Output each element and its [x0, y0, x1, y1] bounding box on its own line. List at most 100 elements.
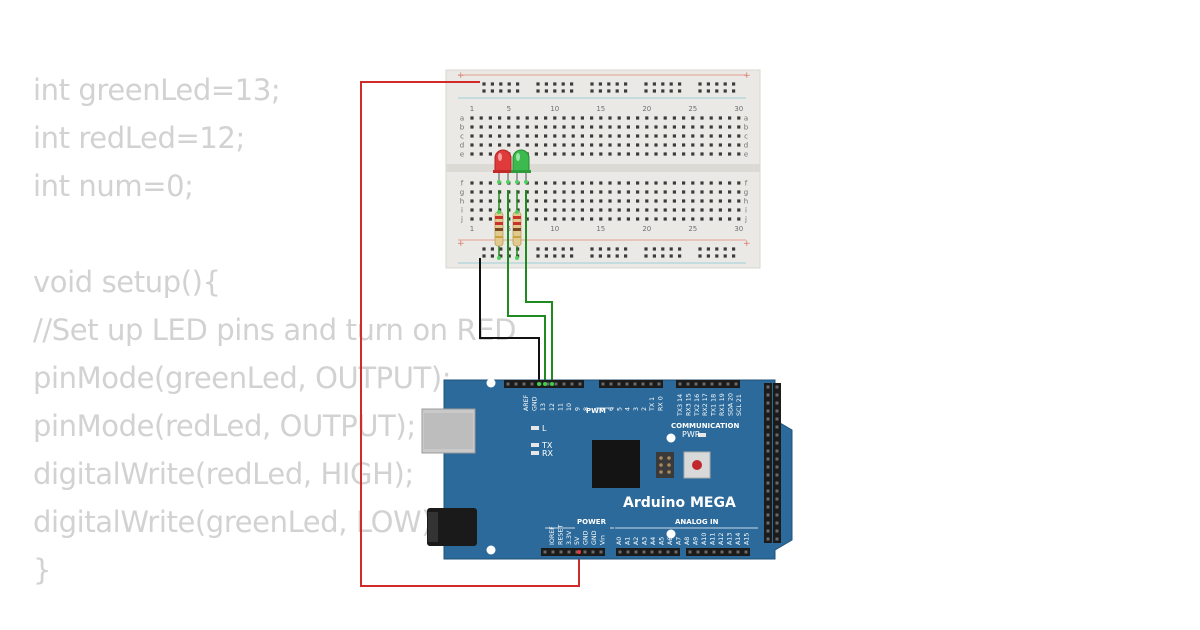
breadboard-hole[interactable] — [562, 190, 566, 194]
breadboard-hole[interactable] — [553, 190, 557, 194]
breadboard-hole[interactable] — [562, 199, 566, 203]
header-pin[interactable] — [766, 409, 770, 413]
header-pin[interactable] — [775, 417, 779, 421]
breadboard-hole[interactable] — [544, 181, 548, 185]
breadboard-hole[interactable] — [645, 190, 649, 194]
breadboard-hole[interactable] — [700, 116, 704, 120]
breadboard-hole[interactable] — [691, 190, 695, 194]
breadboard-hole[interactable] — [682, 190, 686, 194]
breadboard-hole[interactable] — [737, 217, 741, 221]
breadboard-hole[interactable] — [737, 208, 741, 212]
rail-hole[interactable] — [499, 254, 503, 258]
header-pin[interactable] — [642, 550, 646, 554]
rail-hole[interactable] — [536, 89, 540, 93]
header-pin[interactable] — [641, 382, 645, 386]
header-pin[interactable] — [775, 425, 779, 429]
breadboard-hole[interactable] — [571, 199, 575, 203]
rail-hole[interactable] — [732, 254, 736, 258]
breadboard-hole[interactable] — [645, 116, 649, 120]
breadboard-hole[interactable] — [571, 143, 575, 147]
breadboard-hole[interactable] — [691, 217, 695, 221]
header-pin[interactable] — [686, 382, 690, 386]
breadboard-hole[interactable] — [682, 116, 686, 120]
rail-hole[interactable] — [590, 254, 594, 258]
header-pin[interactable] — [775, 465, 779, 469]
breadboard-hole[interactable] — [599, 116, 603, 120]
breadboard-hole[interactable] — [608, 208, 612, 212]
breadboard-hole[interactable] — [691, 134, 695, 138]
rail-hole[interactable] — [644, 254, 648, 258]
breadboard-hole[interactable] — [562, 134, 566, 138]
rail-hole[interactable] — [669, 82, 673, 86]
rail-hole[interactable] — [652, 247, 656, 251]
header-pin[interactable] — [609, 382, 613, 386]
header-pin[interactable] — [674, 550, 678, 554]
breadboard-hole[interactable] — [709, 199, 713, 203]
breadboard-hole[interactable] — [645, 152, 649, 156]
rail-hole[interactable] — [561, 82, 565, 86]
breadboard-hole[interactable] — [654, 143, 658, 147]
breadboard-hole[interactable] — [544, 190, 548, 194]
rail-hole[interactable] — [607, 254, 611, 258]
breadboard-hole[interactable] — [718, 190, 722, 194]
breadboard-hole[interactable] — [488, 143, 492, 147]
header-pin[interactable] — [766, 433, 770, 437]
breadboard-hole[interactable] — [608, 134, 612, 138]
rail-hole[interactable] — [698, 247, 702, 251]
header-pin[interactable] — [775, 433, 779, 437]
breadboard-hole[interactable] — [580, 181, 584, 185]
breadboard-hole[interactable] — [672, 143, 676, 147]
breadboard-hole[interactable] — [516, 143, 520, 147]
breadboard-hole[interactable] — [479, 143, 483, 147]
breadboard-hole[interactable] — [682, 143, 686, 147]
breadboard-hole[interactable] — [590, 125, 594, 129]
breadboard-hole[interactable] — [617, 125, 621, 129]
breadboard-hole[interactable] — [709, 190, 713, 194]
breadboard-hole[interactable] — [672, 199, 676, 203]
header-pin[interactable] — [775, 537, 779, 541]
breadboard-hole[interactable] — [562, 152, 566, 156]
rail-hole[interactable] — [482, 82, 486, 86]
breadboard-hole[interactable] — [553, 143, 557, 147]
breadboard-hole[interactable] — [516, 134, 520, 138]
breadboard-hole[interactable] — [571, 181, 575, 185]
rail-hole[interactable] — [490, 247, 494, 251]
breadboard-hole[interactable] — [507, 125, 511, 129]
breadboard-hole[interactable] — [553, 125, 557, 129]
breadboard-hole[interactable] — [663, 125, 667, 129]
breadboard-hole[interactable] — [590, 199, 594, 203]
breadboard-hole[interactable] — [636, 181, 640, 185]
breadboard-hole[interactable] — [700, 181, 704, 185]
breadboard-hole[interactable] — [580, 125, 584, 129]
breadboard-hole[interactable] — [626, 134, 630, 138]
breadboard-hole[interactable] — [608, 116, 612, 120]
breadboard-hole[interactable] — [534, 125, 538, 129]
header-pin[interactable] — [766, 481, 770, 485]
header-pin[interactable] — [617, 382, 621, 386]
breadboard-hole[interactable] — [718, 116, 722, 120]
breadboard-hole[interactable] — [608, 181, 612, 185]
breadboard-hole[interactable] — [580, 190, 584, 194]
rail-hole[interactable] — [706, 254, 710, 258]
breadboard-hole[interactable] — [654, 199, 658, 203]
breadboard-hole[interactable] — [599, 217, 603, 221]
rail-hole[interactable] — [490, 254, 494, 258]
header-pin[interactable] — [634, 550, 638, 554]
breadboard-hole[interactable] — [479, 152, 483, 156]
breadboard-hole[interactable] — [470, 125, 474, 129]
header-pin[interactable] — [766, 393, 770, 397]
breadboard-hole[interactable] — [709, 125, 713, 129]
header-pin[interactable] — [578, 382, 582, 386]
breadboard-hole[interactable] — [580, 134, 584, 138]
breadboard-hole[interactable] — [608, 152, 612, 156]
breadboard-hole[interactable] — [617, 152, 621, 156]
breadboard-hole[interactable] — [654, 190, 658, 194]
breadboard-hole[interactable] — [571, 152, 575, 156]
breadboard-hole[interactable] — [599, 190, 603, 194]
rail-hole[interactable] — [544, 254, 548, 258]
breadboard-hole[interactable] — [709, 134, 713, 138]
breadboard-hole[interactable] — [488, 134, 492, 138]
header-pin[interactable] — [650, 550, 654, 554]
rail-hole[interactable] — [561, 247, 565, 251]
rail-hole[interactable] — [598, 82, 602, 86]
